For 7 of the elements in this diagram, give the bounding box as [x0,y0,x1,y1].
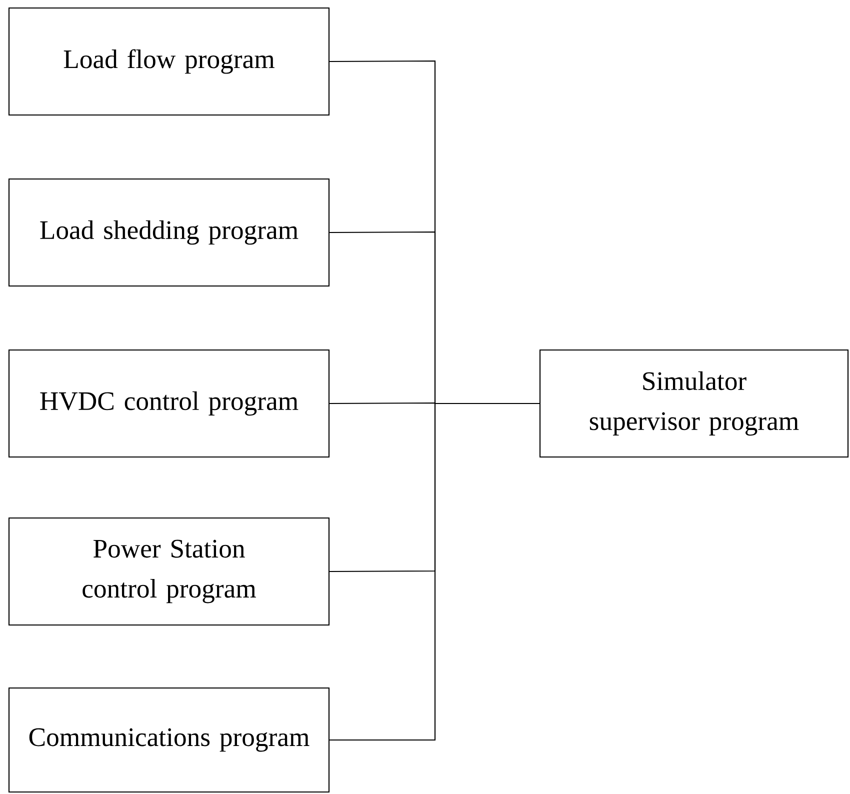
program-box: HVDC control program [8,349,330,458]
program-box: Communications program [8,687,330,793]
program-box: Power Station control program [8,517,330,626]
program-box: Simulator supervisor program [539,349,849,458]
program-box: Load flow program [8,7,330,116]
connector-line [330,402,540,741]
program-box: Load shedding program [8,178,330,287]
